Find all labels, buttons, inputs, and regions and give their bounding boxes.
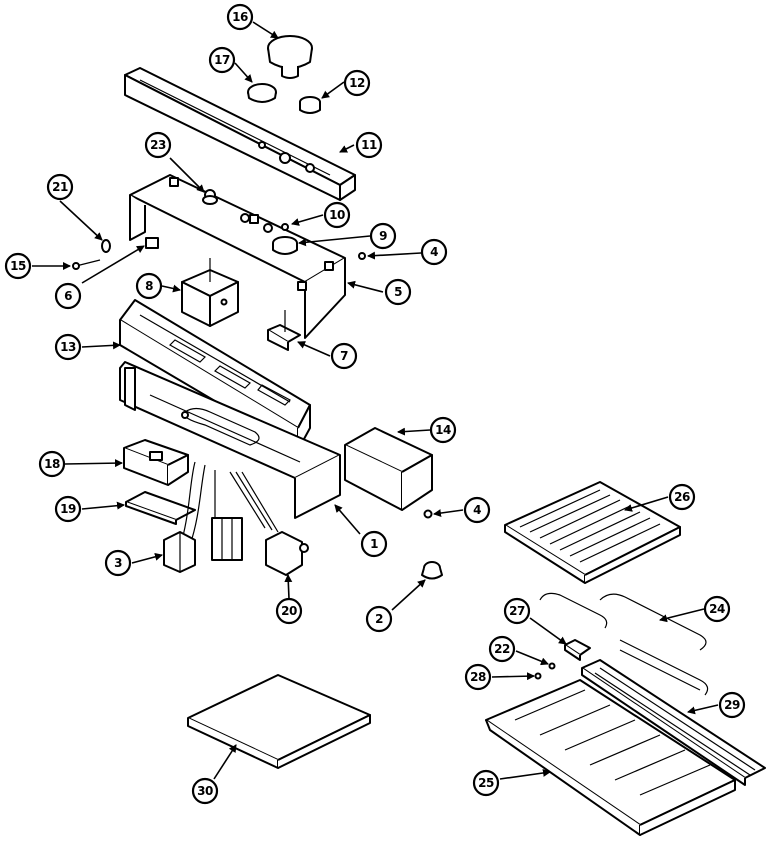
svg-text:30: 30 [197, 784, 213, 798]
grommet-part-12 [299, 96, 321, 114]
callout-21: 21 [46, 173, 74, 201]
svg-text:3: 3 [114, 556, 122, 570]
tray-part-25 [485, 679, 736, 836]
bracket-part-27 [564, 639, 591, 661]
svg-text:26: 26 [674, 490, 690, 504]
svg-text:27: 27 [509, 604, 525, 618]
svg-text:6: 6 [64, 289, 72, 303]
svg-text:15: 15 [10, 259, 26, 273]
callout-7: 7 [330, 342, 358, 370]
callout-19: 19 [54, 495, 82, 523]
callout-15: 15 [4, 252, 32, 280]
svg-text:17: 17 [214, 53, 230, 67]
callout-23: 23 [144, 131, 172, 159]
callout-20: 20 [275, 597, 303, 625]
svg-text:8: 8 [145, 279, 153, 293]
rack-part-29 [581, 659, 766, 786]
leader-lines [32, 21, 719, 780]
svg-text:11: 11 [361, 138, 377, 152]
svg-text:12: 12 [349, 76, 365, 90]
callout-28: 28 [464, 663, 492, 691]
clip-part-6 [145, 237, 159, 249]
damper-part-7 [267, 310, 301, 351]
callout-24: 24 [703, 595, 731, 623]
callout-3: 3 [104, 549, 132, 577]
callout-11: 11 [355, 131, 383, 159]
svg-text:4: 4 [430, 245, 438, 259]
grommet-part-23 [202, 195, 218, 205]
plug-block [211, 517, 243, 561]
svg-text:21: 21 [52, 180, 68, 194]
cap-part-17 [247, 83, 277, 103]
callout-4-upper: 4 [420, 238, 448, 266]
wire-harness [181, 461, 279, 546]
callout-9: 9 [369, 222, 397, 250]
callout-30: 30 [191, 777, 219, 805]
screw-part-4-upper [358, 252, 366, 260]
grille-part-26 [504, 481, 681, 584]
svg-text:18: 18 [44, 457, 60, 471]
svg-text:28: 28 [470, 670, 486, 684]
screw-part-15 [72, 259, 101, 270]
svg-text:25: 25 [478, 776, 494, 790]
mount-plate-part-19 [125, 491, 196, 525]
bracket-part-5 [129, 174, 346, 339]
svg-text:7: 7 [340, 349, 348, 363]
svg-text:13: 13 [60, 340, 76, 354]
callout-8: 8 [135, 272, 163, 300]
svg-text:24: 24 [709, 602, 725, 616]
panel-part-30 [187, 674, 371, 769]
callout-6: 6 [54, 282, 82, 310]
svg-text:16: 16 [232, 10, 248, 24]
callout-18: 18 [38, 450, 66, 478]
callout-16: 16 [226, 3, 254, 31]
washer-part-21 [101, 239, 111, 253]
plug-part-2 [421, 561, 443, 580]
clip-part-22 [548, 662, 556, 670]
callout-17: 17 [208, 46, 236, 74]
callout-29: 29 [718, 691, 746, 719]
callout-10: 10 [323, 201, 351, 229]
callout-22: 22 [488, 635, 516, 663]
knob-part-16 [267, 35, 313, 79]
callout-26: 26 [668, 483, 696, 511]
relay-part-18 [123, 439, 189, 486]
svg-text:14: 14 [435, 423, 451, 437]
callout-13: 13 [54, 333, 82, 361]
callout-14: 14 [429, 416, 457, 444]
svg-text:29: 29 [724, 698, 740, 712]
svg-text:4: 4 [473, 503, 481, 517]
connector-part-3 [163, 531, 196, 573]
svg-text:10: 10 [329, 208, 345, 222]
screw-part-4-lower [423, 509, 433, 519]
svg-text:20: 20 [281, 604, 297, 618]
terminal-part-20 [265, 531, 309, 576]
control-panel-part-11 [124, 67, 356, 201]
cover-box-part-14 [344, 427, 433, 511]
housing-part-1 [119, 361, 341, 519]
svg-text:23: 23 [150, 138, 166, 152]
svg-text:1: 1 [370, 537, 378, 551]
motor-part-8 [181, 258, 239, 327]
screw-part-28 [534, 672, 542, 680]
callout-25: 25 [472, 769, 500, 797]
callout-2: 2 [365, 605, 393, 633]
callout-12: 12 [343, 69, 371, 97]
svg-text:9: 9 [379, 229, 387, 243]
svg-text:5: 5 [394, 285, 402, 299]
callout-27: 27 [503, 597, 531, 625]
svg-text:22: 22 [494, 642, 510, 656]
callout-1: 1 [360, 530, 388, 558]
callout-4-lower: 4 [463, 496, 491, 524]
callout-5: 5 [384, 278, 412, 306]
svg-text:19: 19 [60, 502, 76, 516]
switch-part-9 [272, 223, 298, 255]
svg-text:2: 2 [375, 612, 383, 626]
